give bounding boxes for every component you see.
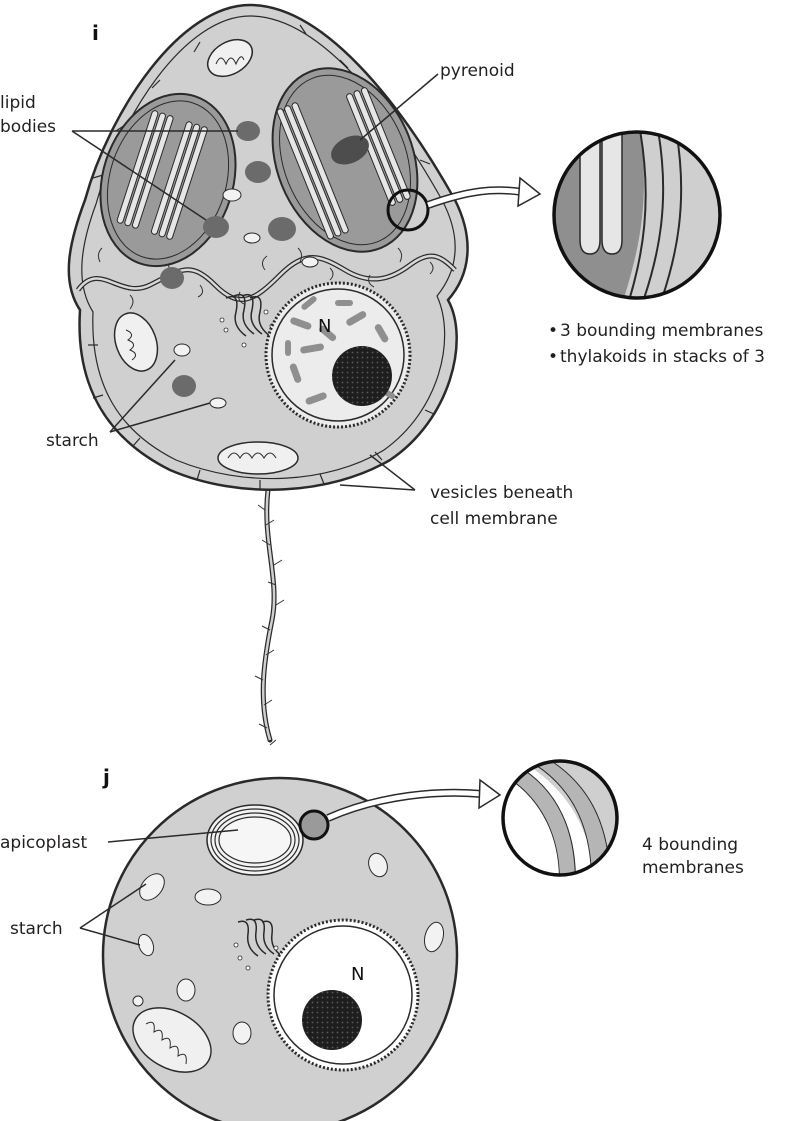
label-lipid: lipid: [0, 93, 36, 113]
chloroplast-right: [271, 67, 419, 253]
label-bounding-line2: membranes: [642, 858, 744, 878]
label-vesicles-line2: cell membrane: [430, 509, 558, 529]
label-nucleus-i: N: [318, 316, 331, 337]
inset-thylakoid-zoom: [552, 130, 722, 300]
starch-grains-j: [132, 852, 445, 1045]
label-apicoplast: apicoplast: [0, 833, 87, 853]
label-pyrenoid: pyrenoid: [440, 61, 515, 81]
pyrenoid-shape: [331, 135, 369, 165]
starch-grains-i: [173, 188, 319, 409]
bullet-1: •: [548, 321, 558, 341]
label-starch-j: starch: [10, 919, 63, 939]
mitochondria-i: [113, 38, 299, 475]
nucleus-i: [264, 281, 412, 429]
nucleolus-i: [332, 346, 392, 406]
golgi-i: [225, 293, 271, 337]
lipid-bodies: [160, 121, 296, 397]
arrow-icon: [426, 176, 542, 209]
inset-membrane-zoom: [501, 759, 619, 877]
bullet-2: •: [548, 347, 558, 367]
nucleus-j: [266, 918, 420, 1072]
label-nucleus-j: N: [351, 964, 364, 985]
inset-note-1: 3 bounding membranes: [560, 321, 763, 341]
label-vesicles-line1: vesicles beneath: [430, 483, 573, 503]
magnify-marker-j: [298, 809, 330, 841]
label-bodies: bodies: [0, 117, 56, 137]
figure-i: i lipid bodies pyrenoid starch vesicles …: [0, 3, 765, 746]
chloroplast-left: [99, 92, 237, 268]
nucleolus-j: [302, 990, 362, 1050]
panel-label-j: j: [102, 765, 110, 789]
figure-j: j apicoplast starch N 4 bounding membran…: [0, 759, 744, 1121]
label-starch-i: starch: [46, 431, 99, 451]
mitochondrion-j: [132, 1007, 212, 1073]
arrow-icon-j: [326, 778, 502, 822]
magnify-marker-i: [386, 188, 430, 232]
apicoplast-organelle: [206, 804, 304, 876]
label-bounding-line1: 4 bounding: [642, 835, 738, 855]
inset-note-2: thylakoids in stacks of 3: [560, 347, 765, 367]
golgi-j: [237, 918, 283, 957]
panel-label-i: i: [92, 21, 99, 45]
